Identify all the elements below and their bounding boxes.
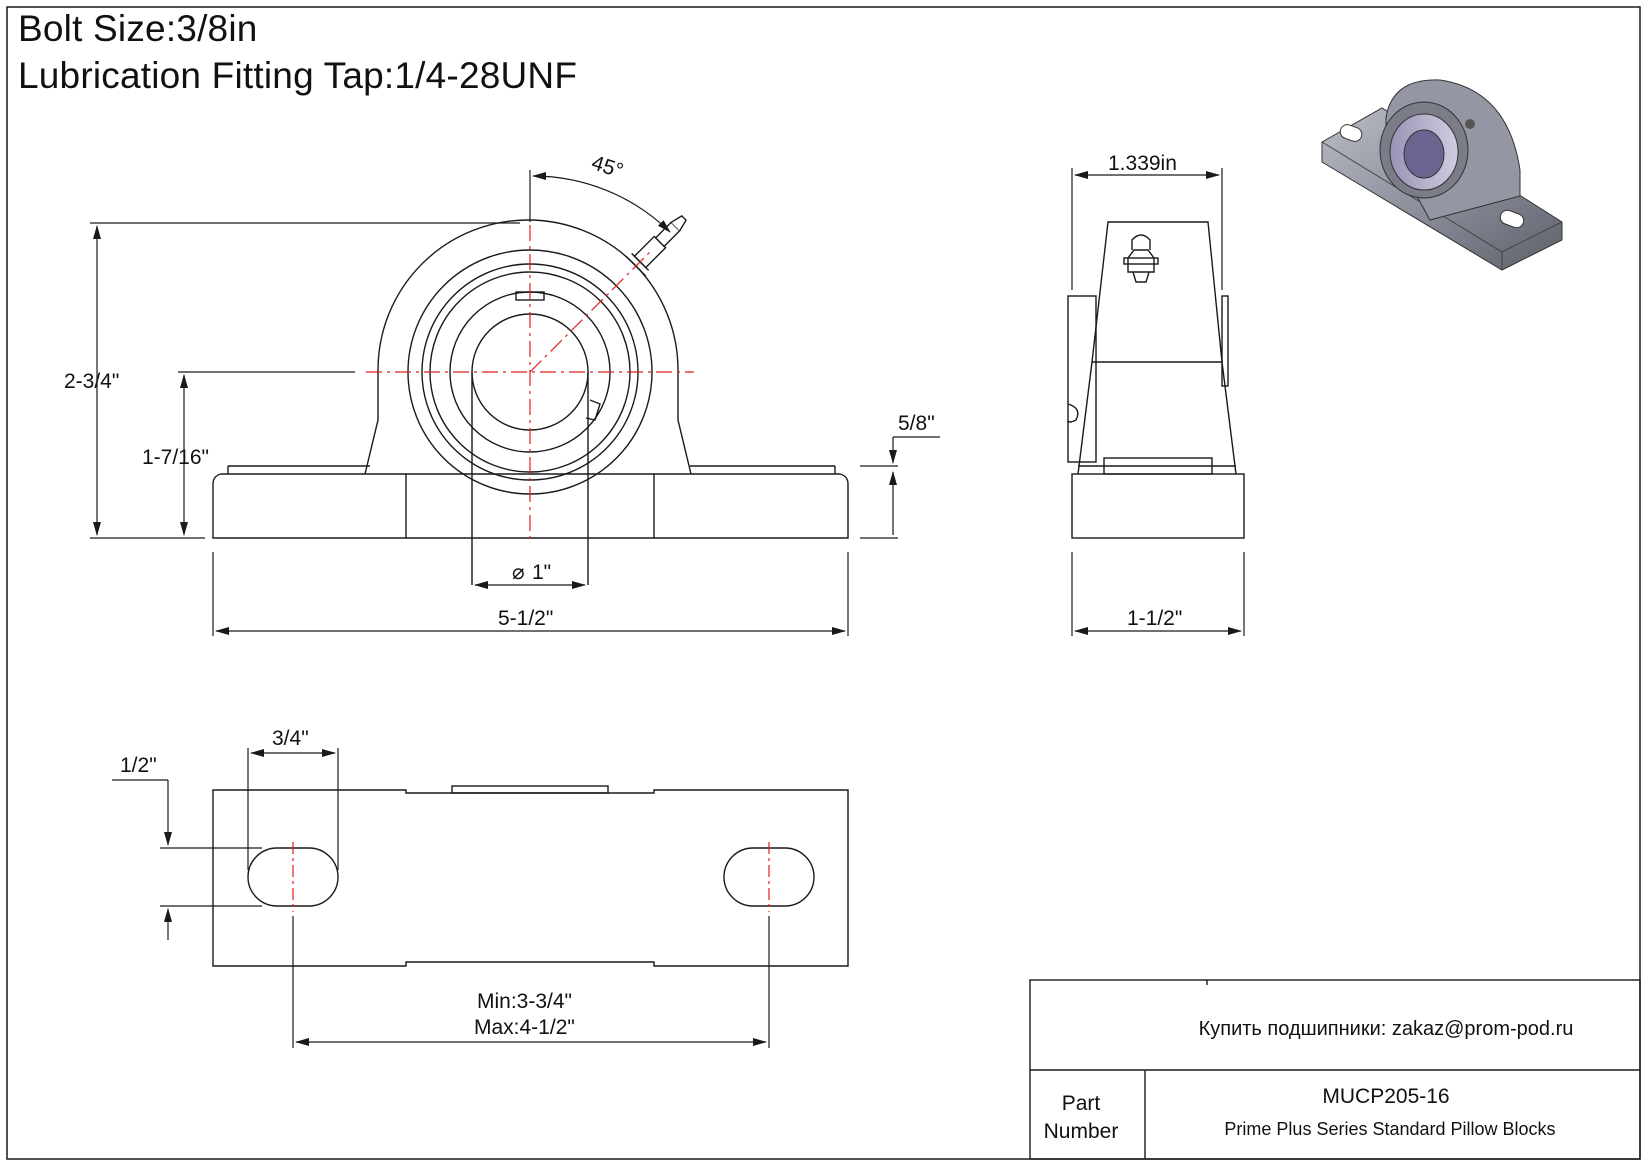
side-view (1067, 221, 1245, 539)
length-label: 5-1/2" (498, 607, 553, 630)
top-base-outline (212, 789, 849, 967)
top-dimensions (112, 748, 770, 1048)
front-dimensions (90, 170, 940, 636)
bore-diameter-label: 1" (532, 561, 551, 584)
part-label-1: Part (1062, 1092, 1101, 1115)
base-thickness-label: 5/8" (898, 412, 935, 435)
slot-length-label: 3/4" (272, 727, 309, 750)
side-dimensions (1071, 168, 1245, 636)
side-base-width-label: 1-1/2" (1127, 607, 1182, 630)
top-view (212, 785, 849, 967)
side-set-screw-boss (1067, 295, 1097, 463)
title-block (1029, 979, 1641, 1160)
bolt-spacing-min-label: Min:3-3/4" (477, 990, 572, 1013)
bolt-spacing-max-label: Max:4-1/2" (474, 1016, 575, 1039)
page-border (6, 6, 1641, 1160)
isometric-render (1321, 79, 1563, 271)
angle-label: 45° (589, 151, 626, 183)
front-key (585, 399, 601, 421)
top-housing-edge (451, 785, 609, 794)
top-centerlines (292, 842, 770, 912)
part-number: MUCP205-16 (1322, 1085, 1449, 1108)
side-top-width-label: 1.339in (1108, 152, 1177, 175)
slot-width-label: 1/2" (120, 754, 157, 777)
front-centerlines (366, 225, 694, 540)
side-base (1071, 473, 1245, 539)
part-label-2: Number (1044, 1120, 1119, 1143)
bolt-size-note: Bolt Size:3/8in (18, 8, 258, 49)
height-center-label: 1-7/16" (142, 446, 209, 469)
front-base-outline (212, 473, 849, 539)
part-description: Prime Plus Series Standard Pillow Blocks (1224, 1119, 1555, 1139)
diameter-symbol: ⌀ (512, 561, 525, 584)
lube-fitting-note: Lubrication Fitting Tap:1/4-28UNF (18, 55, 578, 96)
front-housing-outline (364, 219, 692, 475)
contact-text: Купить подшипники: zakaz@prom-pod.ru (1199, 1018, 1574, 1040)
height-total-label: 2-3/4" (64, 370, 119, 393)
side-grease-fitting (1123, 234, 1159, 283)
side-housing (1077, 221, 1237, 475)
